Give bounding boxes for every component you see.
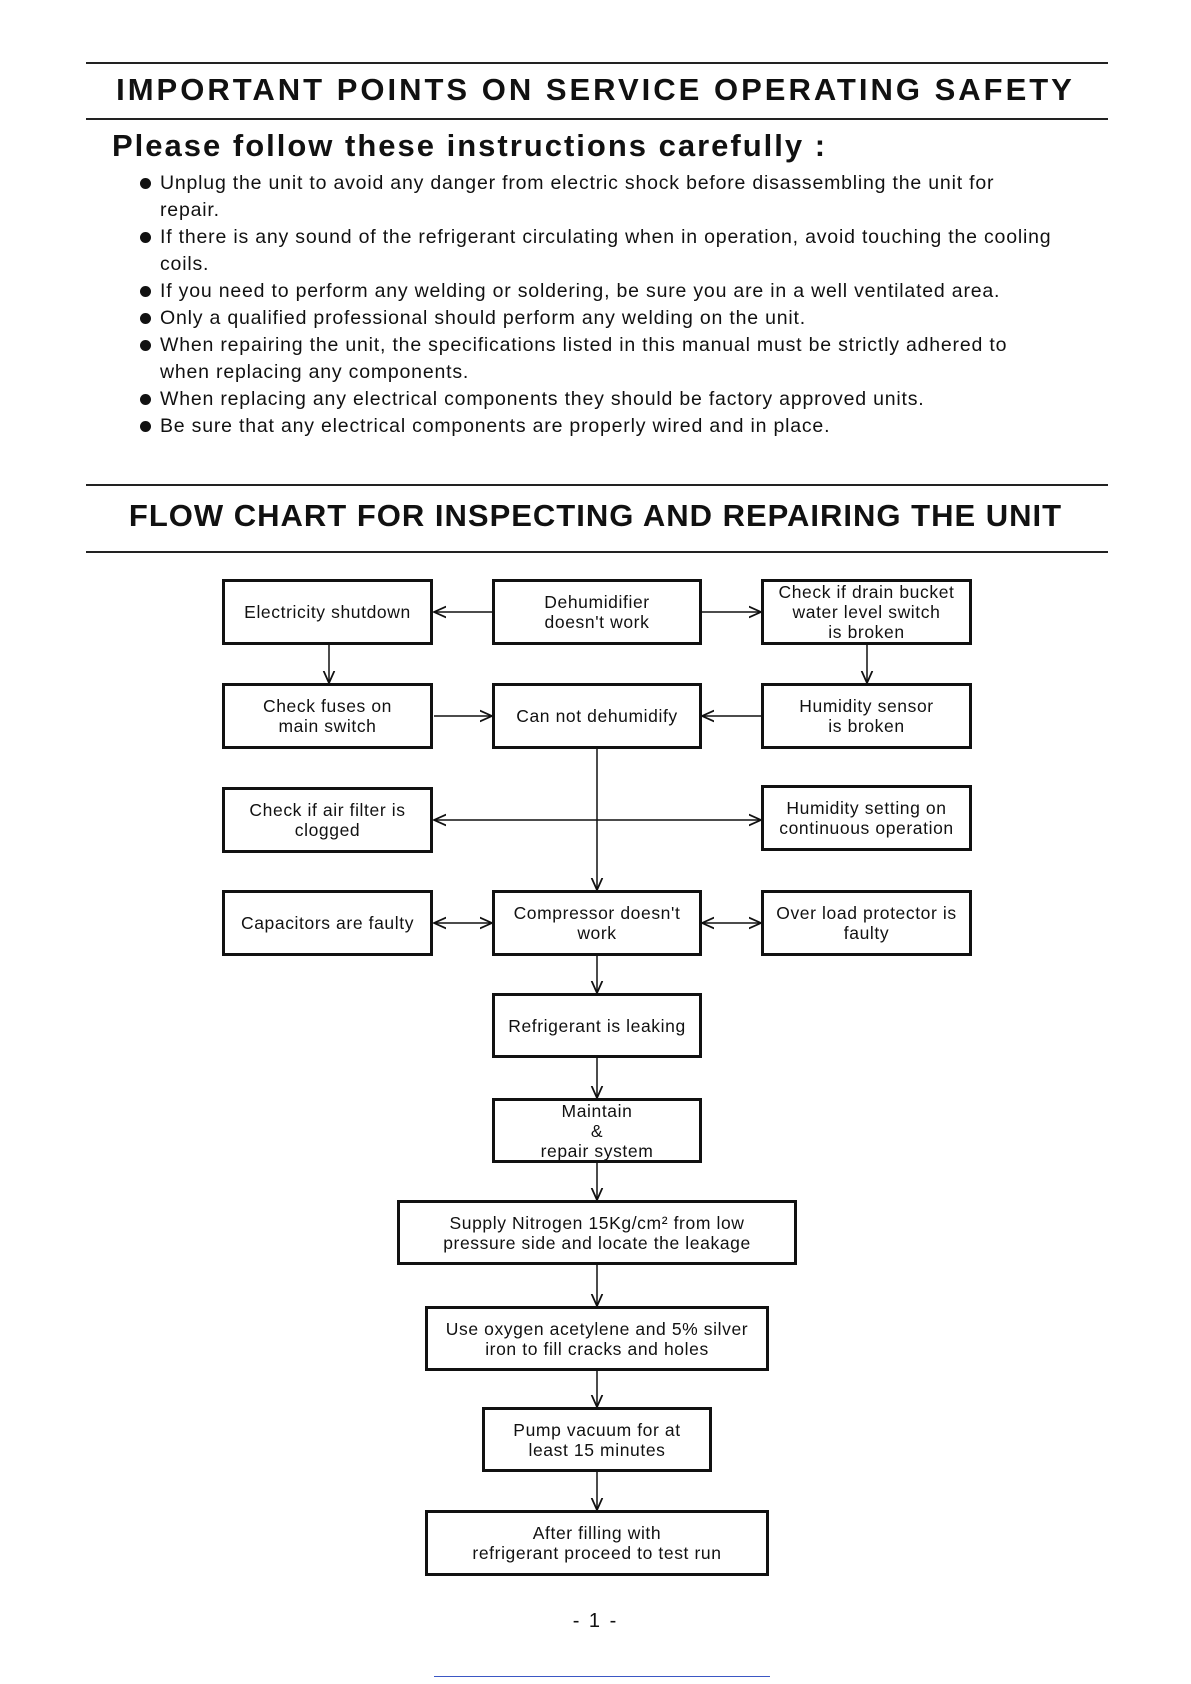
box-refrigerant-leaking: Refrigerant is leaking bbox=[492, 993, 702, 1058]
safety-subtitle: Please follow these instructions careful… bbox=[112, 128, 828, 163]
bullet-icon bbox=[140, 286, 151, 297]
box-dehumidifier-doesnt-work: Dehumidifier doesn't work bbox=[492, 579, 702, 645]
box-humidity-setting: Humidity setting on continuous operation bbox=[761, 785, 972, 851]
safety-item: If you need to perform any welding or so… bbox=[140, 278, 1060, 305]
safety-item: If there is any sound of the refrigerant… bbox=[140, 224, 1060, 278]
flowchart-title-rule bbox=[86, 551, 1108, 553]
top-rule bbox=[86, 62, 1108, 64]
box-check-fuses: Check fuses on main switch bbox=[222, 683, 433, 749]
safety-item: When replacing any electrical components… bbox=[140, 386, 1060, 413]
bullet-icon bbox=[140, 232, 151, 243]
safety-item: Unplug the unit to avoid any danger from… bbox=[140, 170, 1060, 224]
box-capacitors: Capacitors are faulty bbox=[222, 890, 433, 956]
box-overload-protector: Over load protector is faulty bbox=[761, 890, 972, 956]
box-test-run: After filling with refrigerant proceed t… bbox=[425, 1510, 769, 1576]
box-oxygen-acetylene: Use oxygen acetylene and 5% silver iron … bbox=[425, 1306, 769, 1371]
box-humidity-sensor: Humidity sensor is broken bbox=[761, 683, 972, 749]
safety-item: When repairing the unit, the specificati… bbox=[140, 332, 1060, 386]
page-number: - 1 - bbox=[572, 1610, 619, 1632]
flowchart-title: FLOW CHART FOR INSPECTING AND REPAIRING … bbox=[128, 498, 1063, 533]
safety-title-rule bbox=[86, 118, 1108, 120]
bullet-icon bbox=[140, 340, 151, 351]
box-drain-bucket-switch: Check if drain bucket water level switch… bbox=[761, 579, 972, 645]
safety-item: Be sure that any electrical components a… bbox=[140, 413, 1060, 440]
bullet-icon bbox=[140, 421, 151, 432]
bullet-icon bbox=[140, 313, 151, 324]
bullet-icon bbox=[140, 394, 151, 405]
safety-title: IMPORTANT POINTS ON SERVICE OPERATING SA… bbox=[116, 72, 1075, 107]
box-can-not-dehumidify: Can not dehumidify bbox=[492, 683, 702, 749]
box-air-filter: Check if air filter is clogged bbox=[222, 787, 433, 853]
safety-list: Unplug the unit to avoid any danger from… bbox=[140, 170, 1060, 440]
box-pump-vacuum: Pump vacuum for at least 15 minutes bbox=[482, 1407, 712, 1472]
bottom-rule bbox=[434, 1676, 770, 1677]
flowchart-top-rule bbox=[86, 484, 1108, 486]
safety-item: Only a qualified professional should per… bbox=[140, 305, 1060, 332]
box-electricity-shutdown: Electricity shutdown bbox=[222, 579, 433, 645]
box-maintain-repair: Maintain & repair system bbox=[492, 1098, 702, 1163]
box-supply-nitrogen: Supply Nitrogen 15Kg/cm² from low pressu… bbox=[397, 1200, 797, 1265]
bullet-icon bbox=[140, 178, 151, 189]
box-compressor: Compressor doesn't work bbox=[492, 890, 702, 956]
